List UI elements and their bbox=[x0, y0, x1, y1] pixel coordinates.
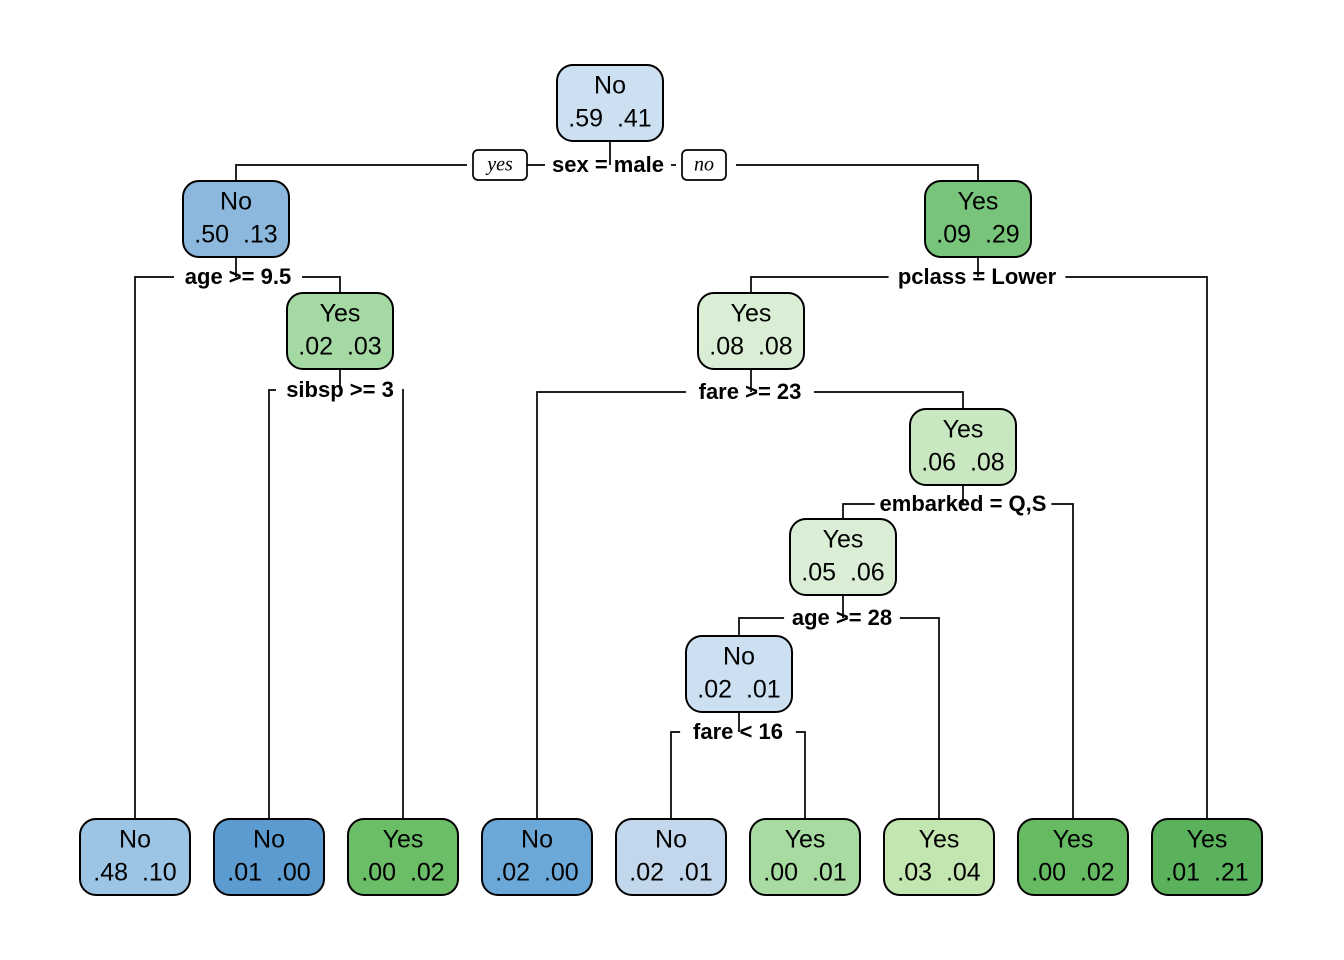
split-split-age28: age >= 28 bbox=[738, 605, 940, 819]
split-split-sex: yes no sex = male bbox=[235, 149, 979, 181]
split-split-fare23: fare >= 23 bbox=[536, 379, 964, 819]
tree-node-pclassL[interactable]: Yes .08 .08 bbox=[697, 292, 805, 370]
node-probabilities: .59 .41 bbox=[568, 105, 651, 133]
tree-node-leaf9[interactable]: Yes .01 .21 bbox=[1151, 818, 1263, 896]
node-probabilities: .08 .08 bbox=[709, 333, 792, 361]
node-probabilities: .09 .29 bbox=[936, 221, 1019, 249]
node-probabilities: .00 .01 bbox=[763, 859, 846, 887]
split-label-split-sex: sex = male bbox=[552, 152, 664, 177]
edge-badge-yes bbox=[472, 149, 528, 181]
edge-badge-no-label: no bbox=[694, 154, 714, 176]
node-probabilities: .02 .00 bbox=[495, 859, 578, 887]
node-probabilities: .01 .00 bbox=[227, 859, 310, 887]
node-class-label: Yes bbox=[383, 826, 424, 854]
node-probabilities: .02 .01 bbox=[697, 676, 780, 704]
tree-node-embarkQS[interactable]: Yes .05 .06 bbox=[789, 518, 897, 596]
split-label-split-embarked: embarked = Q,S bbox=[880, 491, 1047, 516]
tree-node-leaf5[interactable]: No .02 .01 bbox=[615, 818, 727, 896]
tree-node-leaf3[interactable]: Yes .00 .02 bbox=[347, 818, 459, 896]
node-probabilities: .03 .04 bbox=[897, 859, 980, 887]
tree-node-female[interactable]: Yes .09 .29 bbox=[924, 180, 1032, 258]
node-class-label: Yes bbox=[320, 300, 361, 328]
edge-badge-yes-label: yes bbox=[485, 154, 513, 176]
node-class-label: No bbox=[220, 188, 252, 216]
node-probabilities: .48 .10 bbox=[93, 859, 176, 887]
edges-layer bbox=[235, 141, 979, 732]
split-split-embarked: embarked = Q,S bbox=[842, 491, 1074, 819]
node-class-label: Yes bbox=[1187, 826, 1228, 854]
node-class-label: Yes bbox=[823, 526, 864, 554]
node-probabilities: .02 .01 bbox=[629, 859, 712, 887]
split-split-pclass: pclass = Lower bbox=[750, 264, 1208, 819]
node-probabilities: .05 .06 bbox=[801, 559, 884, 587]
split-label-split-pclass: pclass = Lower bbox=[898, 264, 1057, 289]
split-label-split-age28: age >= 28 bbox=[792, 605, 892, 630]
node-probabilities: .00 .02 bbox=[361, 859, 444, 887]
node-probabilities: .06 .08 bbox=[921, 449, 1004, 477]
node-class-label: Yes bbox=[785, 826, 826, 854]
split-label-split-fare23: fare >= 23 bbox=[699, 379, 802, 404]
tree-node-leaf6[interactable]: Yes .00 .01 bbox=[749, 818, 861, 896]
node-probabilities: .02 .03 bbox=[298, 333, 381, 361]
tree-node-root[interactable]: No .59 .41 bbox=[556, 64, 664, 142]
node-class-label: No bbox=[253, 826, 285, 854]
split-split-fare16: fare < 16 bbox=[670, 719, 806, 819]
tree-node-leaf2[interactable]: No .01 .00 bbox=[213, 818, 325, 896]
node-class-label: Yes bbox=[731, 300, 772, 328]
tree-node-leaf4[interactable]: No .02 .00 bbox=[481, 818, 593, 896]
node-class-label: Yes bbox=[919, 826, 960, 854]
tree-node-male[interactable]: No .50 .13 bbox=[182, 180, 290, 258]
node-class-label: No bbox=[521, 826, 553, 854]
node-class-label: No bbox=[723, 643, 755, 671]
split-label-split-fare16: fare < 16 bbox=[693, 719, 783, 744]
tree-node-age28[interactable]: No .02 .01 bbox=[685, 635, 793, 713]
tree-node-age95[interactable]: Yes .02 .03 bbox=[286, 292, 394, 370]
split-split-age95: age >= 9.5 bbox=[134, 264, 341, 819]
node-class-label: No bbox=[655, 826, 687, 854]
node-class-label: Yes bbox=[958, 188, 999, 216]
split-label-split-sibsp: sibsp >= 3 bbox=[286, 377, 394, 402]
node-probabilities: .50 .13 bbox=[194, 221, 277, 249]
node-probabilities: .01 .21 bbox=[1165, 859, 1248, 887]
tree-node-fare23[interactable]: Yes .06 .08 bbox=[909, 408, 1017, 486]
node-class-label: No bbox=[594, 72, 626, 100]
edge-badge-no bbox=[681, 149, 727, 181]
split-split-sibsp: sibsp >= 3 bbox=[268, 377, 404, 819]
node-class-label: No bbox=[119, 826, 151, 854]
split-label-split-age95: age >= 9.5 bbox=[185, 264, 291, 289]
tree-node-leaf7[interactable]: Yes .03 .04 bbox=[883, 818, 995, 896]
node-box bbox=[556, 64, 664, 142]
tree-node-leaf1[interactable]: No .48 .10 bbox=[79, 818, 191, 896]
splits-layer: yes no sex = male age >= 9.5 pclass = Lower s… bbox=[134, 149, 1208, 819]
tree-node-leaf8[interactable]: Yes .00 .02 bbox=[1017, 818, 1129, 896]
node-probabilities: .00 .02 bbox=[1031, 859, 1114, 887]
node-class-label: Yes bbox=[1053, 826, 1094, 854]
node-class-label: Yes bbox=[943, 416, 984, 444]
